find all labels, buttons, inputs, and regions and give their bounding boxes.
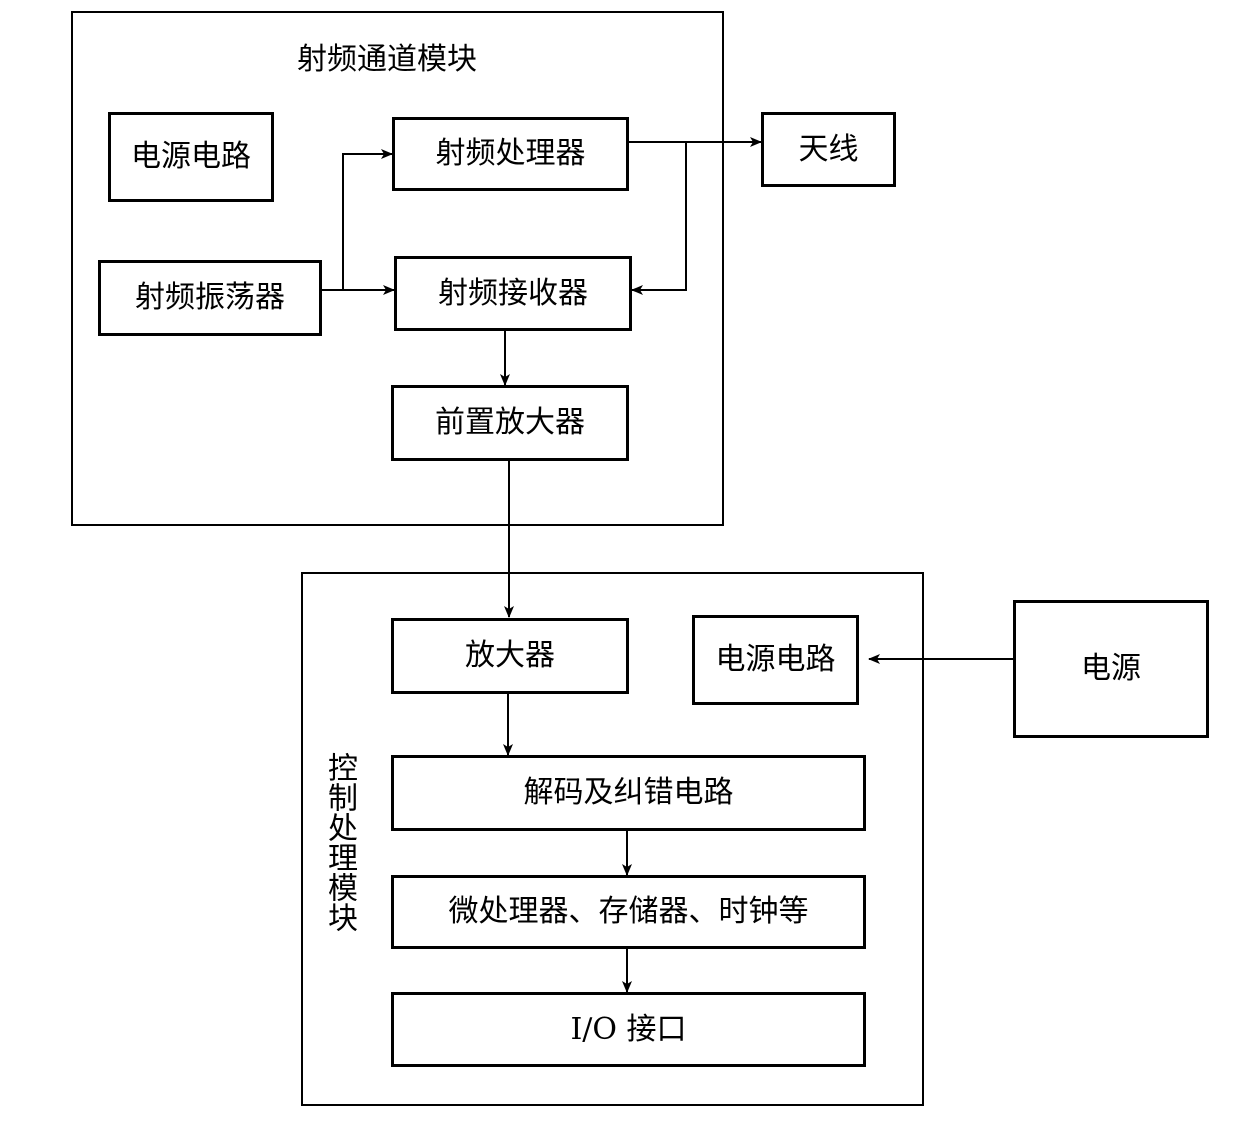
rf-oscillator-box: 射频振荡器 xyxy=(98,260,322,336)
power-supply-box: 电源 xyxy=(1013,600,1209,738)
control-processing-module xyxy=(301,572,924,1106)
microprocessor-memory-clock-box: 微处理器、存储器、时钟等 xyxy=(391,875,866,949)
arrow-antenna-to-receiver xyxy=(631,142,687,295)
rf-module-title: 射频通道模块 xyxy=(297,42,477,77)
arrow-oscillator-to-processor xyxy=(342,149,393,290)
control-module-title: 控制处理模块 xyxy=(322,752,357,932)
antenna-box: 天线 xyxy=(761,112,896,187)
rf-power-circuit-box: 电源电路 xyxy=(108,112,274,202)
control-power-circuit-box: 电源电路 xyxy=(692,615,859,705)
amplifier-box: 放大器 xyxy=(391,618,629,694)
io-interface-box: I/O 接口 xyxy=(391,992,866,1067)
rf-channel-module xyxy=(71,11,724,526)
rf-receiver-box: 射频接收器 xyxy=(394,256,632,331)
decode-error-correction-box: 解码及纠错电路 xyxy=(391,755,866,831)
rf-processor-box: 射频处理器 xyxy=(392,117,629,191)
preamplifier-box: 前置放大器 xyxy=(391,385,629,461)
